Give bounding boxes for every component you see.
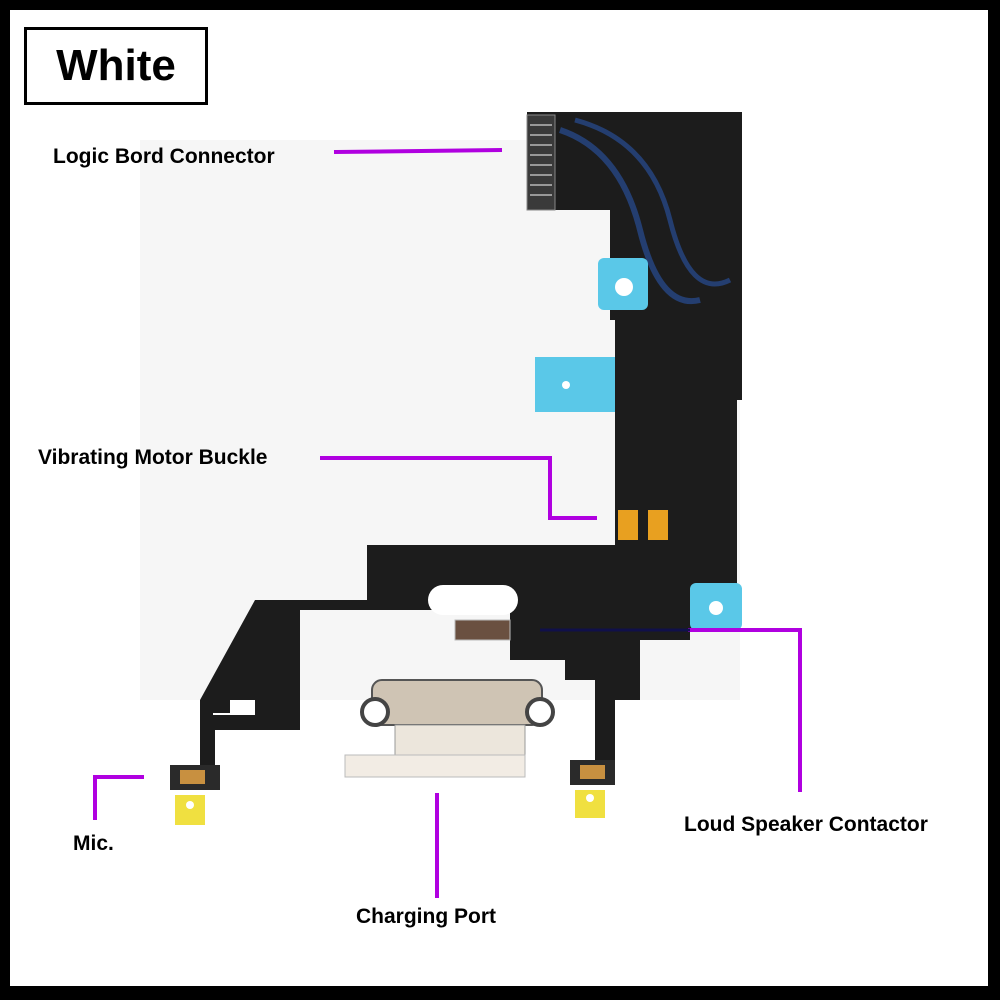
leader-line-mic	[93, 775, 144, 820]
cable-cutout	[428, 585, 518, 615]
label-mic: Mic.	[73, 832, 114, 855]
speaker-connector	[454, 619, 511, 641]
label-loud-speaker-contactor: Loud Speaker Contactor	[684, 813, 928, 836]
speaker-flex-strip	[565, 640, 640, 765]
charging-port-flange	[344, 754, 526, 778]
leader-line-speaker	[688, 628, 802, 792]
adhesive-tab-middle	[535, 357, 615, 412]
flex-cable-body	[200, 112, 742, 740]
leader-line-logic-board	[333, 147, 503, 155]
charging-port-housing	[371, 679, 543, 726]
leader-line-vibrating-motor	[320, 456, 597, 520]
motor-contact-pad	[618, 510, 638, 540]
trace-line	[574, 117, 732, 287]
mic-sticker	[175, 795, 205, 825]
trace-line	[559, 127, 701, 305]
page-title: White	[56, 41, 176, 90]
label-charging-port: Charging Port	[356, 905, 496, 928]
label-logic-board-connector: Logic Bord Connector	[53, 145, 275, 168]
motor-contact-pad	[648, 510, 668, 540]
title-box: White	[24, 27, 208, 105]
mic-flex-strip	[200, 610, 300, 770]
label-vibrating-motor-buckle: Vibrating Motor Buckle	[38, 446, 268, 469]
